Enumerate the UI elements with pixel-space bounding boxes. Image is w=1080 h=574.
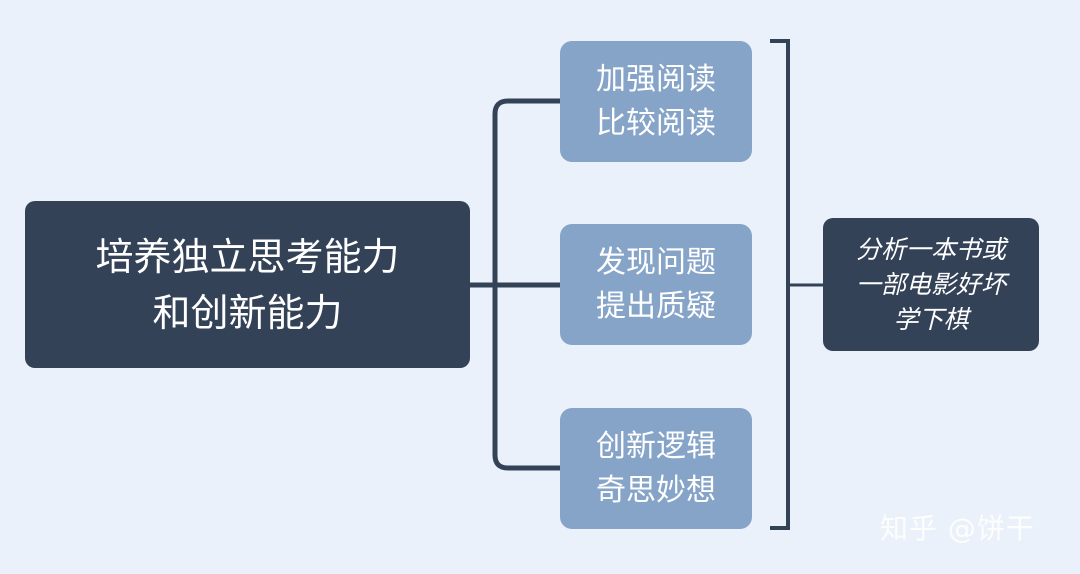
summary-bracket (770, 39, 790, 530)
watermark: 知乎 @饼干 (880, 512, 1035, 545)
branch-line: 奇思妙想 (596, 472, 716, 508)
summary-line: 一部电影好坏 (855, 270, 1006, 299)
summary-line: 学下棋 (893, 305, 969, 334)
branch-line: 比较阅读 (596, 105, 716, 141)
connector-trunk-branch-top (492, 98, 563, 288)
root-line: 培养独立思考能力 (95, 234, 400, 279)
root-node[interactable]: 培养独立思考能力 和创新能力 (25, 201, 470, 368)
branch-line: 加强阅读 (596, 61, 716, 97)
branch-line: 提出质疑 (596, 288, 716, 324)
branch-node-innovation[interactable]: 创新逻辑 奇思妙想 (560, 408, 752, 529)
connector-trunk-branch-bottom (492, 282, 563, 471)
summary-line: 分析一本书或 (855, 235, 1006, 264)
branch-node-questioning[interactable]: 发现问题 提出质疑 (560, 224, 752, 345)
branch-node-reading[interactable]: 加强阅读 比较阅读 (560, 41, 752, 162)
branch-line: 发现问题 (596, 244, 716, 280)
root-line: 和创新能力 (152, 290, 343, 335)
summary-node[interactable]: 分析一本书或 一部电影好坏 学下棋 (823, 218, 1039, 351)
branch-line: 创新逻辑 (596, 428, 716, 464)
